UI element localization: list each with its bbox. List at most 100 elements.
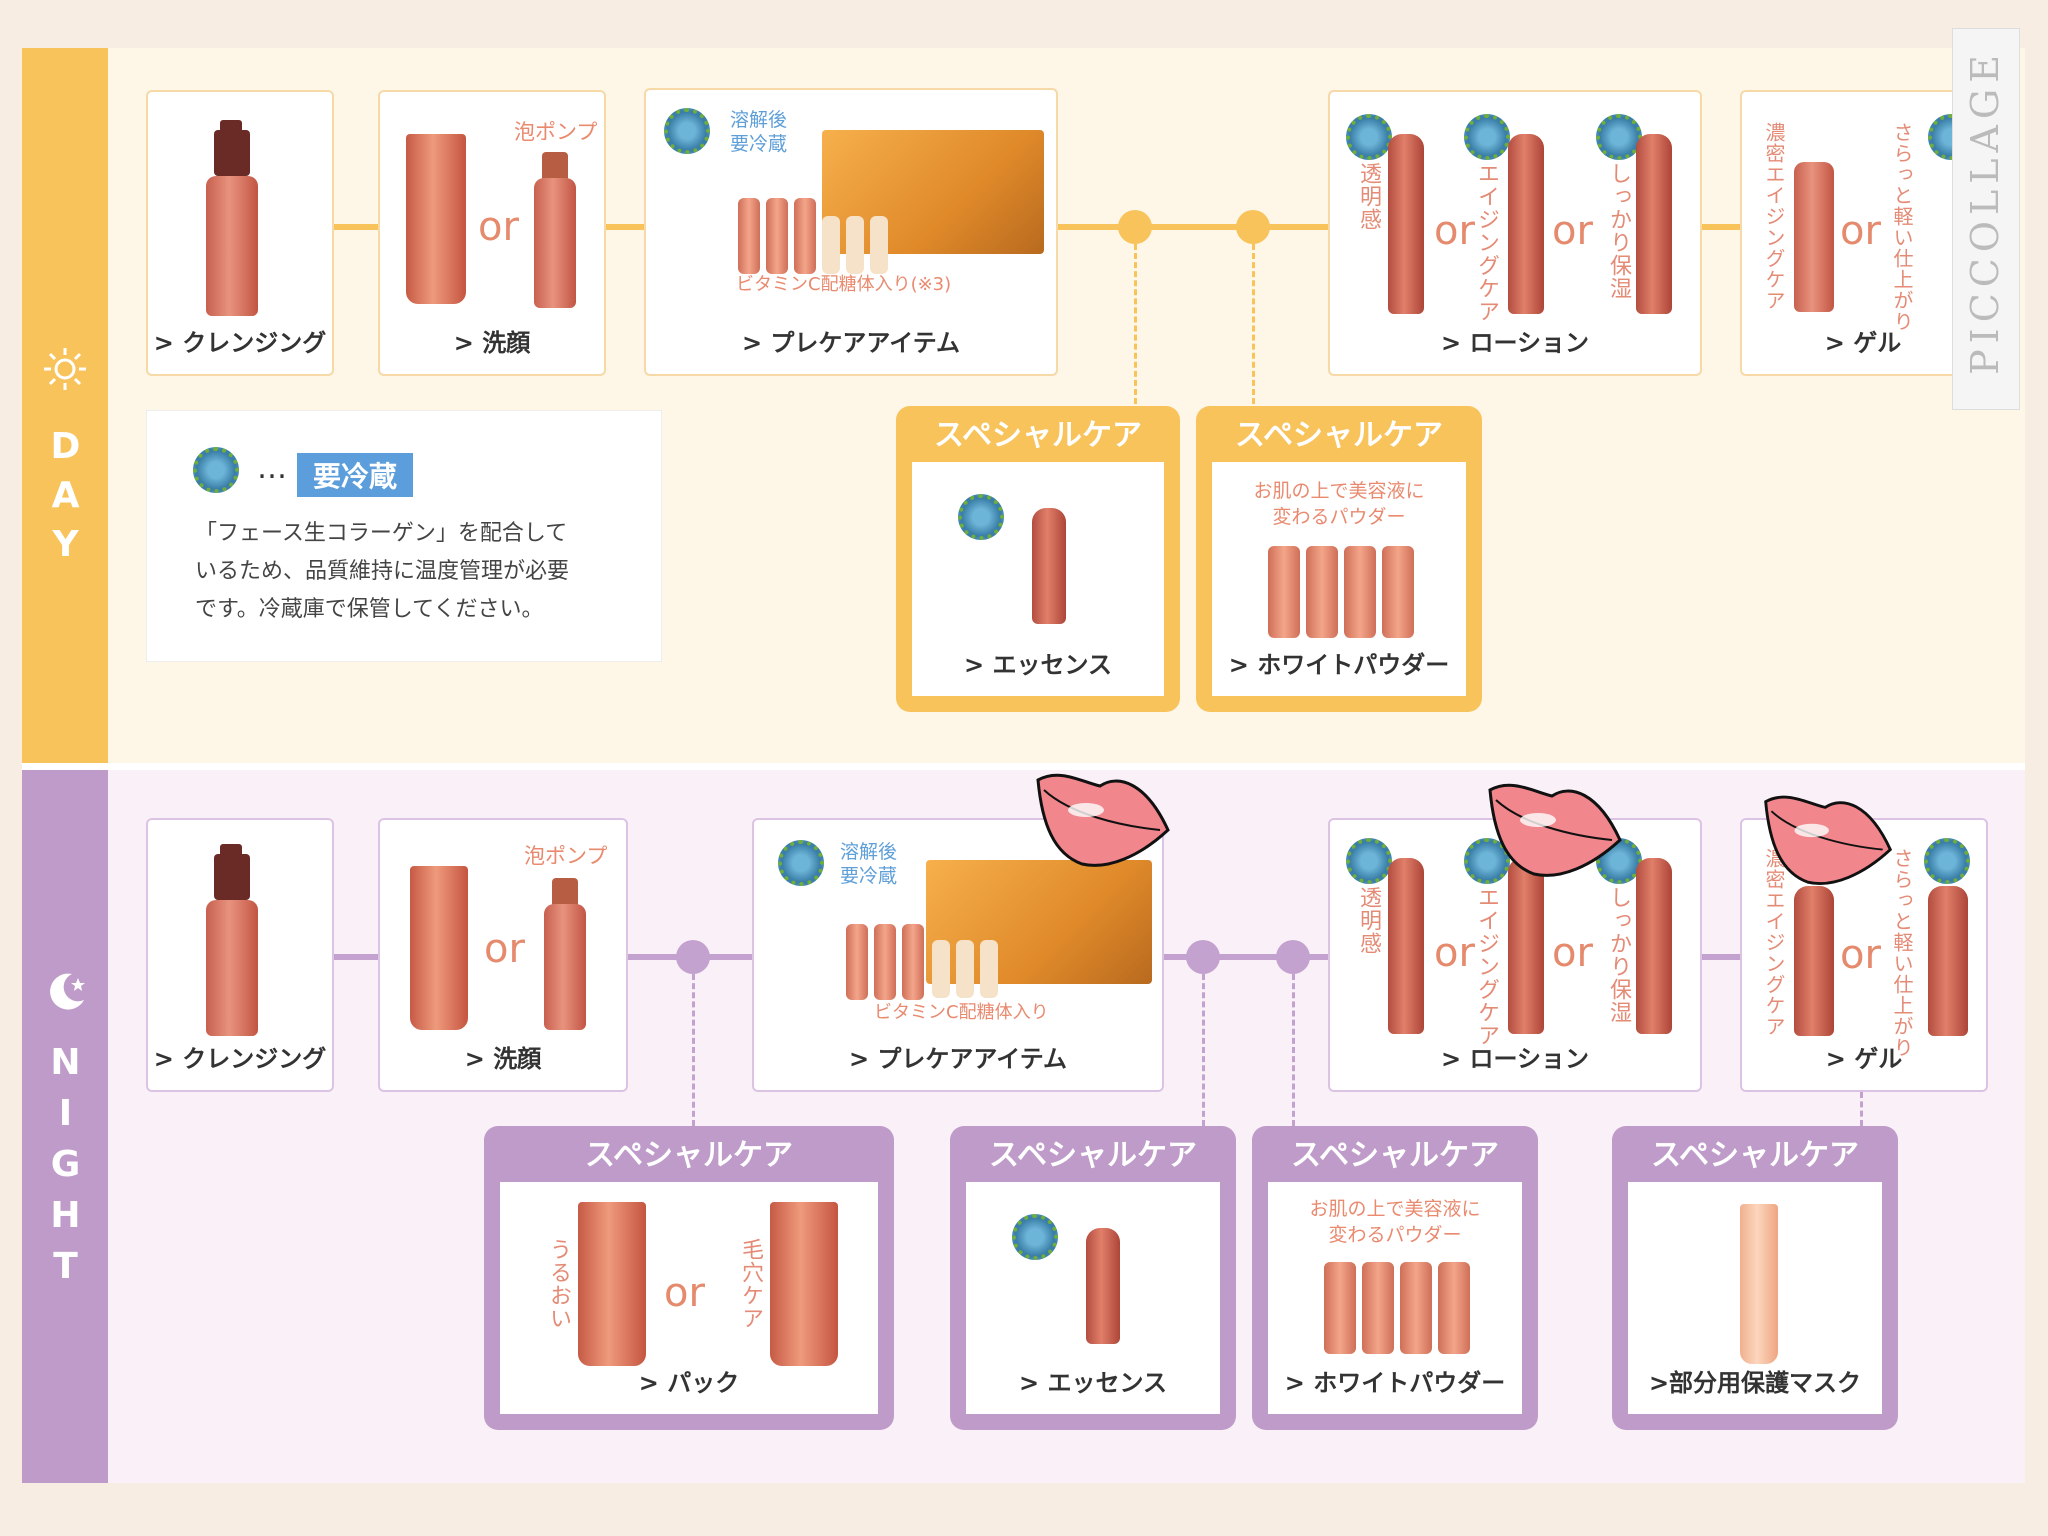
lotion-label-2: エイジングケア	[1474, 886, 1499, 1047]
night-dashed-link	[692, 974, 695, 1126]
night-dashed-link	[1860, 1092, 1863, 1126]
lips-sticker	[1488, 783, 1622, 877]
collagen-refrigerate-icon	[1924, 838, 1970, 884]
gel-bottle	[1928, 886, 1968, 1036]
powder-vial	[1306, 546, 1338, 638]
powder-vial	[822, 216, 840, 274]
lotion-label-3: しっかり保湿	[1606, 886, 1631, 1024]
night-junction-dot	[1276, 940, 1310, 974]
day-junction-dot	[1236, 210, 1270, 244]
collagen-refrigerate-icon	[1346, 114, 1392, 160]
or-text: or	[1434, 930, 1475, 976]
legend-text: 「フェース生コラーゲン」を配合して いるため、品質維持に温度管理が必要 です。冷…	[195, 521, 570, 622]
powder-note: お肌の上で美容液に変わるパウダー	[1309, 1198, 1481, 1246]
powder-vial	[870, 216, 888, 274]
gel-label-1: 濃密エイジングケア	[1762, 848, 1786, 1037]
powder-vial	[1438, 1262, 1470, 1354]
collagen-refrigerate-icon	[193, 447, 239, 493]
foam-pump-bottle	[544, 904, 586, 1030]
day-dashed-link	[1134, 244, 1137, 404]
day-cleansing-card[interactable]: > クレンジング	[146, 90, 334, 376]
night-special-pack[interactable]: スペシャルケア うるおい or 毛穴ケア > パック	[484, 1126, 894, 1430]
day-facewash-caption: > 洗顔	[453, 329, 531, 357]
night-lotion-caption: > ローション	[1441, 1045, 1589, 1073]
sun-icon	[44, 348, 86, 390]
special-care-title: スペシャルケア	[1291, 1138, 1499, 1173]
night-facewash-card[interactable]: 泡ポンプ or > 洗顔	[378, 818, 628, 1092]
night-label: NIGHT	[45, 1042, 86, 1297]
day-gel-card[interactable]: 濃密エイジングケア or さらっと軽い仕上がり > ゲル	[1740, 90, 1986, 376]
day-lotion-card[interactable]: 透明感 or エイジングケア or しっかり保湿 > ローション	[1328, 90, 1702, 376]
special-care-title: スペシャルケア	[934, 418, 1142, 453]
foam-pump-note: 泡ポンプ	[514, 120, 598, 144]
foam-pump-note: 泡ポンプ	[524, 844, 608, 868]
day-powder-caption: > ホワイトパウダー	[1228, 651, 1450, 679]
or-text: or	[1840, 208, 1881, 254]
night-junction-dot	[676, 940, 710, 974]
night-dashed-link	[1202, 974, 1205, 1126]
powder-vial	[1382, 546, 1414, 638]
collagen-refrigerate-icon	[778, 840, 824, 886]
lotion-label-1: 透明感	[1356, 886, 1381, 955]
powder-vial	[1400, 1262, 1432, 1354]
legend-dots: …	[257, 451, 287, 486]
refrigerate-legend: … 要冷蔵 「フェース生コラーゲン」を配合して いるため、品質維持に温度管理が必…	[146, 410, 662, 662]
vial	[794, 198, 816, 274]
day-facewash-card[interactable]: 泡ポンプ or > 洗顔	[378, 90, 606, 376]
pack-label-1: うるおい	[546, 1238, 571, 1330]
gel-bottle	[1794, 162, 1834, 312]
gel-label-2: さらっと軽い仕上がり	[1890, 122, 1914, 332]
powder-vial	[1362, 1262, 1394, 1354]
night-cleansing-card[interactable]: > クレンジング	[146, 818, 334, 1092]
powder-vial	[980, 940, 998, 998]
day-cleansing-caption: > クレンジング	[153, 329, 327, 357]
night-dashed-link	[1292, 974, 1295, 1126]
collagen-refrigerate-icon	[664, 108, 710, 154]
night-essence-caption: > エッセンス	[1019, 1369, 1167, 1397]
day-connector	[604, 224, 646, 230]
day-junction-dot	[1118, 210, 1152, 244]
gel-label-1: 濃密エイジングケア	[1762, 122, 1786, 311]
refrigerate-tag: 要冷蔵	[297, 453, 414, 497]
vial	[846, 924, 868, 1000]
essence-bottle	[1086, 1228, 1120, 1344]
lotion-bottle	[1636, 858, 1672, 1034]
powder-vial	[932, 940, 950, 998]
collagen-refrigerate-icon	[1012, 1214, 1058, 1260]
day-precare-card[interactable]: 溶解後要冷蔵 ビタミンC配糖体入り(※3) > プレケアアイテム	[644, 88, 1058, 376]
day-special-essence[interactable]: スペシャルケア > エッセンス	[896, 406, 1180, 712]
night-connector	[332, 954, 380, 960]
night-cleansing-caption: > クレンジング	[153, 1045, 327, 1073]
special-care-title: スペシャルケア	[1235, 418, 1443, 453]
day-connector	[1700, 224, 1742, 230]
night-powder-caption: > ホワイトパウダー	[1284, 1369, 1506, 1397]
day-essence-caption: > エッセンス	[964, 651, 1112, 679]
day-special-powder[interactable]: スペシャルケア お肌の上で美容液に変わるパウダー > ホワイトパウダー	[1196, 406, 1482, 712]
night-precare-caption: > プレケアアイテム	[848, 1045, 1068, 1073]
pack-tube	[578, 1202, 646, 1366]
powder-vial	[1268, 546, 1300, 638]
lotion-bottle	[1388, 134, 1424, 314]
precare-note: 溶解後要冷蔵	[840, 841, 898, 887]
lips-sticker	[1764, 795, 1893, 885]
night-mask-caption: >部分用保護マスク	[1648, 1369, 1862, 1397]
pack-label-2: 毛穴ケア	[738, 1238, 763, 1330]
or-text: or	[478, 204, 519, 250]
collagen-refrigerate-icon	[1346, 838, 1392, 884]
or-text: or	[1552, 930, 1593, 976]
lotion-bottle	[1508, 134, 1544, 314]
night-special-powder[interactable]: スペシャルケア お肌の上で美容液に変わるパウダー > ホワイトパウダー	[1252, 1126, 1538, 1430]
gel-label-2: さらっと軽い仕上がり	[1890, 848, 1914, 1058]
night-pack-caption: > パック	[638, 1369, 740, 1397]
powder-note: お肌の上で美容液に変わるパウダー	[1253, 480, 1425, 528]
night-special-essence[interactable]: スペシャルケア > エッセンス	[950, 1126, 1236, 1430]
lotion-label-2: エイジングケア	[1474, 162, 1499, 323]
day-label: DAY	[45, 426, 86, 573]
foam-pump-bottle	[534, 178, 576, 308]
special-care-title: スペシャルケア	[585, 1138, 793, 1173]
or-text: or	[664, 1270, 705, 1316]
night-special-mask[interactable]: スペシャルケア >部分用保護マスク	[1612, 1126, 1898, 1430]
or-text: or	[1434, 208, 1475, 254]
night-connector	[1700, 954, 1742, 960]
moon-icon	[50, 973, 85, 1010]
